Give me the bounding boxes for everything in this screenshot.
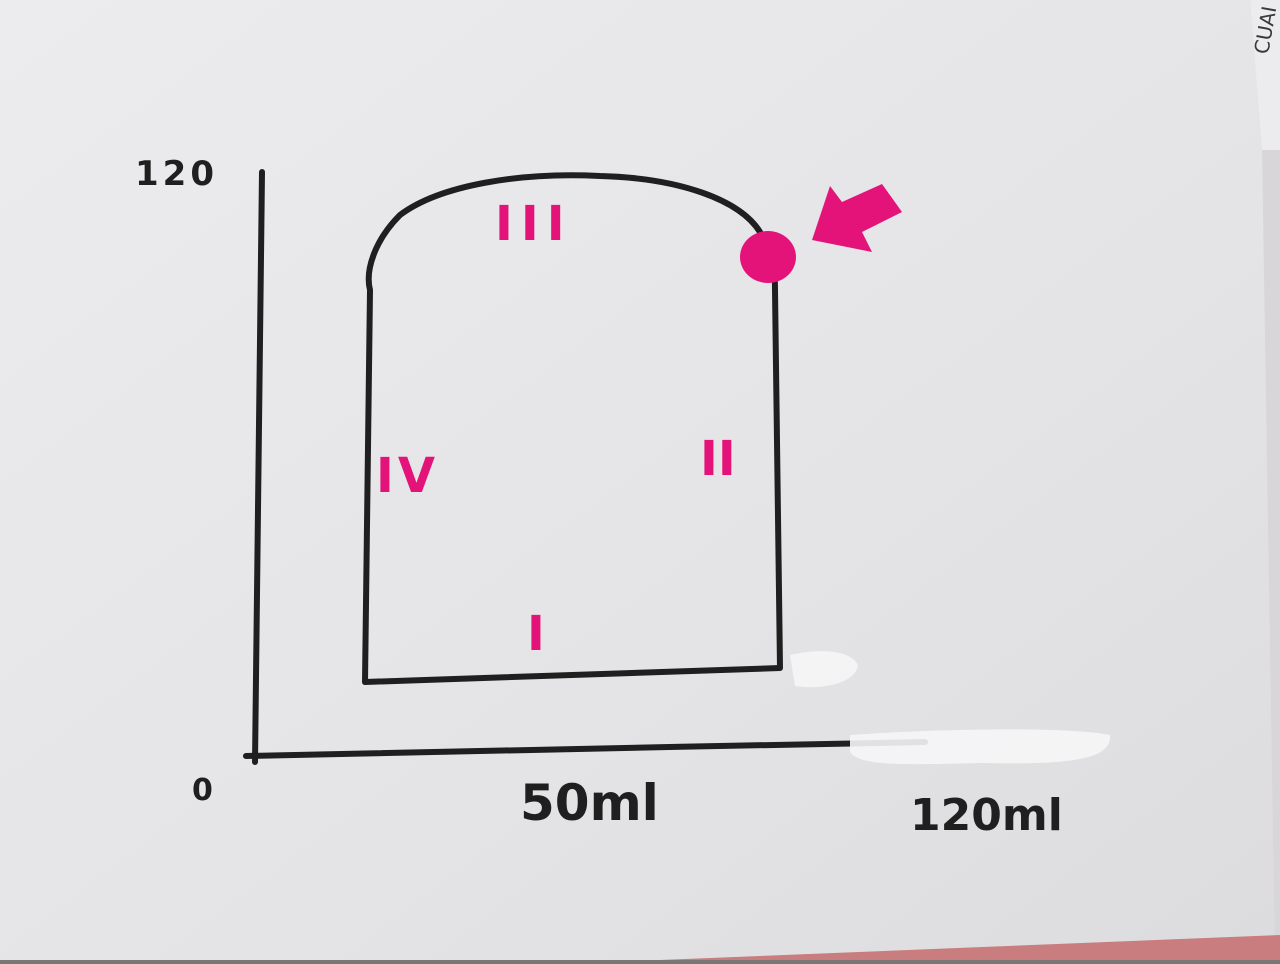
highlighted-point (740, 231, 796, 283)
region-label-i: I (527, 606, 545, 662)
region-label-ii: II (700, 431, 736, 487)
region-label-iii: III (495, 196, 573, 252)
x-axis-mid-label: 50ml (520, 774, 659, 832)
region-label-iv: IV (376, 448, 439, 504)
origin-label: 0 (192, 773, 213, 808)
y-axis-line (252, 169, 265, 765)
correction-mark-axis (850, 729, 1111, 765)
arrow-icon (812, 184, 902, 252)
correction-mark-box (790, 651, 858, 688)
second-sheet (1250, 0, 1280, 150)
y-axis-max-label: 120 (135, 154, 218, 194)
bottom-edge (660, 935, 1280, 960)
x-axis-line (243, 739, 928, 759)
x-axis-end-label: 120ml (910, 790, 1063, 841)
